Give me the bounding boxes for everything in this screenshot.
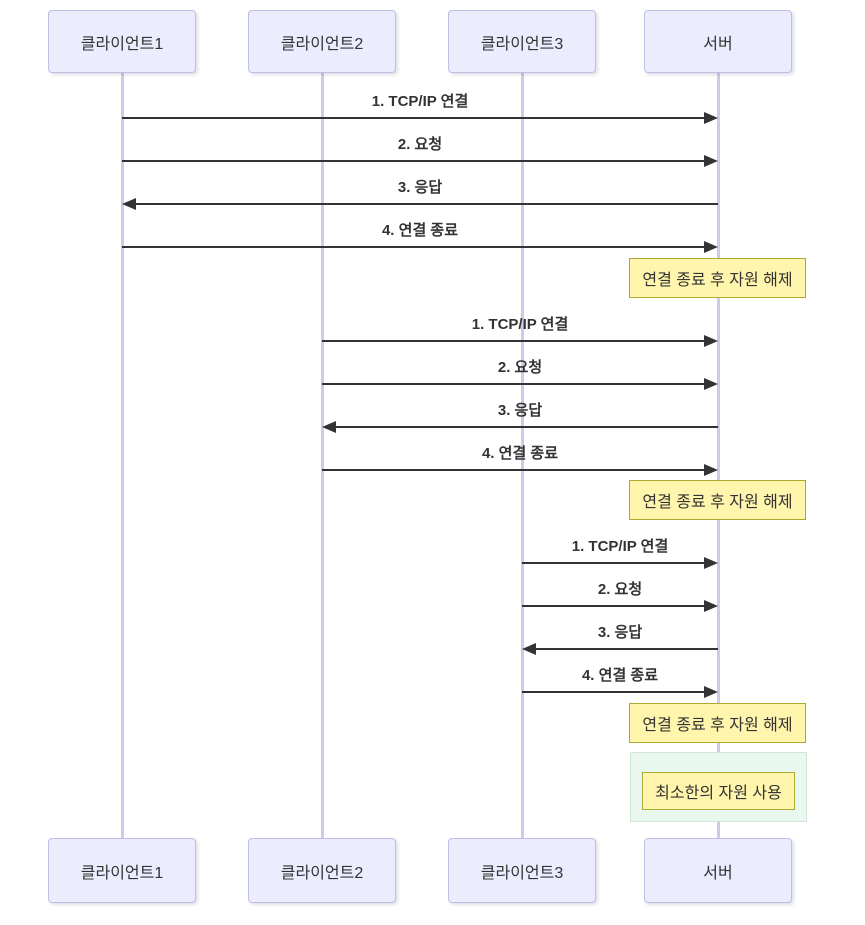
arrowhead-right-icon	[704, 557, 718, 569]
actor-client1-bottom: 클라이언트1	[48, 838, 196, 903]
message-label-1-3: 3. 응답	[397, 179, 443, 196]
lifeline-server	[717, 73, 720, 838]
arrowhead-right-icon	[704, 378, 718, 390]
message-line-2-1	[322, 340, 705, 342]
message-line-2-3	[335, 426, 718, 428]
message-line-3-3	[535, 648, 718, 650]
arrowhead-right-icon	[704, 112, 718, 124]
arrowhead-right-icon	[704, 335, 718, 347]
message-label-2-1: 1. TCP/IP 연결	[471, 316, 569, 333]
message-line-1-4	[122, 246, 705, 248]
note-resource-release-3: 연결 종료 후 자원 해제	[629, 703, 806, 743]
message-label-3-3: 3. 응답	[597, 624, 643, 641]
message-line-1-2	[122, 160, 705, 162]
arrowhead-left-icon	[122, 198, 136, 210]
message-label-3-4: 4. 연결 종료	[581, 667, 659, 684]
actor-client2-top: 클라이언트2	[248, 10, 396, 73]
lifeline-client1	[121, 73, 124, 838]
message-label-3-1: 1. TCP/IP 연결	[571, 538, 669, 555]
message-line-1-3	[135, 203, 718, 205]
message-label-1-4: 4. 연결 종료	[381, 222, 459, 239]
note-resource-release-1: 연결 종료 후 자원 해제	[629, 258, 806, 298]
lifeline-client3	[521, 73, 524, 838]
arrowhead-left-icon	[522, 643, 536, 655]
message-label-1-1: 1. TCP/IP 연결	[371, 93, 469, 110]
actor-server-top: 서버	[644, 10, 792, 73]
message-line-3-2	[522, 605, 705, 607]
actor-server-bottom: 서버	[644, 838, 792, 903]
arrowhead-right-icon	[704, 686, 718, 698]
message-line-3-1	[522, 562, 705, 564]
note-minimal-resource: 최소한의 자원 사용	[642, 772, 795, 810]
message-line-1-1	[122, 117, 705, 119]
arrowhead-right-icon	[704, 464, 718, 476]
message-label-2-3: 3. 응답	[497, 402, 543, 419]
arrowhead-right-icon	[704, 241, 718, 253]
arrowhead-right-icon	[704, 155, 718, 167]
actor-client3-bottom: 클라이언트3	[448, 838, 596, 903]
message-line-3-4	[522, 691, 705, 693]
arrowhead-left-icon	[322, 421, 336, 433]
actor-client3-top: 클라이언트3	[448, 10, 596, 73]
message-label-1-2: 2. 요청	[397, 136, 443, 153]
note-resource-release-2: 연결 종료 후 자원 해제	[629, 480, 806, 520]
message-line-2-2	[322, 383, 705, 385]
actor-client1-top: 클라이언트1	[48, 10, 196, 73]
message-label-3-2: 2. 요청	[597, 581, 643, 598]
message-label-2-4: 4. 연결 종료	[481, 445, 559, 462]
actor-client2-bottom: 클라이언트2	[248, 838, 396, 903]
message-label-2-2: 2. 요청	[497, 359, 543, 376]
message-line-2-4	[322, 469, 705, 471]
arrowhead-right-icon	[704, 600, 718, 612]
lifeline-client2	[321, 73, 324, 838]
